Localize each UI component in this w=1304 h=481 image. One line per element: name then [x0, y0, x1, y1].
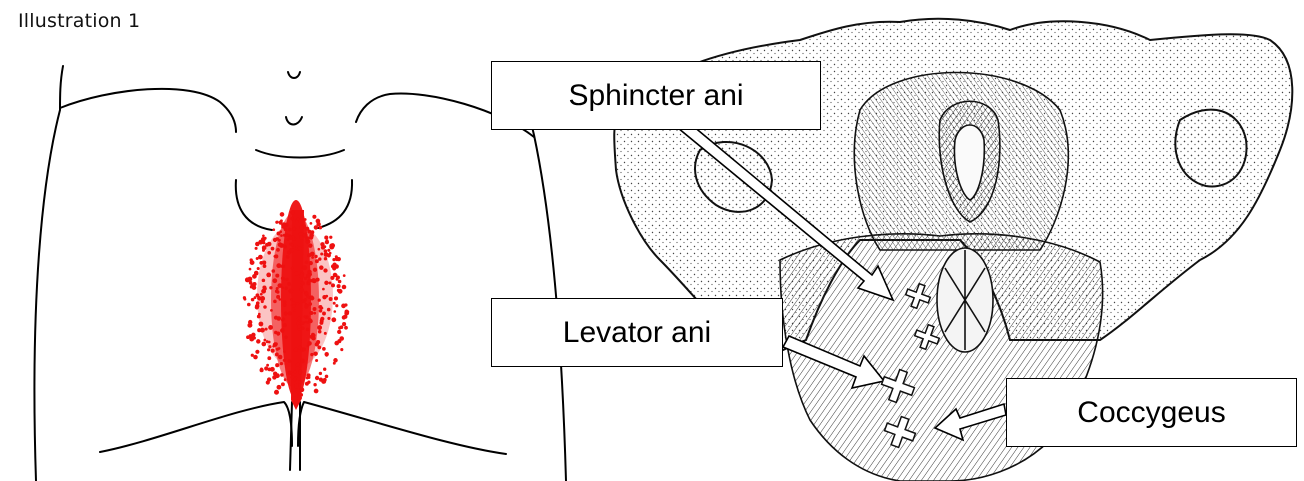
sphincter-ani-label: Sphincter ani [491, 61, 821, 130]
levator-ani-label: Levator ani [491, 298, 783, 367]
coccygeus-label: Coccygeus [1006, 378, 1297, 447]
